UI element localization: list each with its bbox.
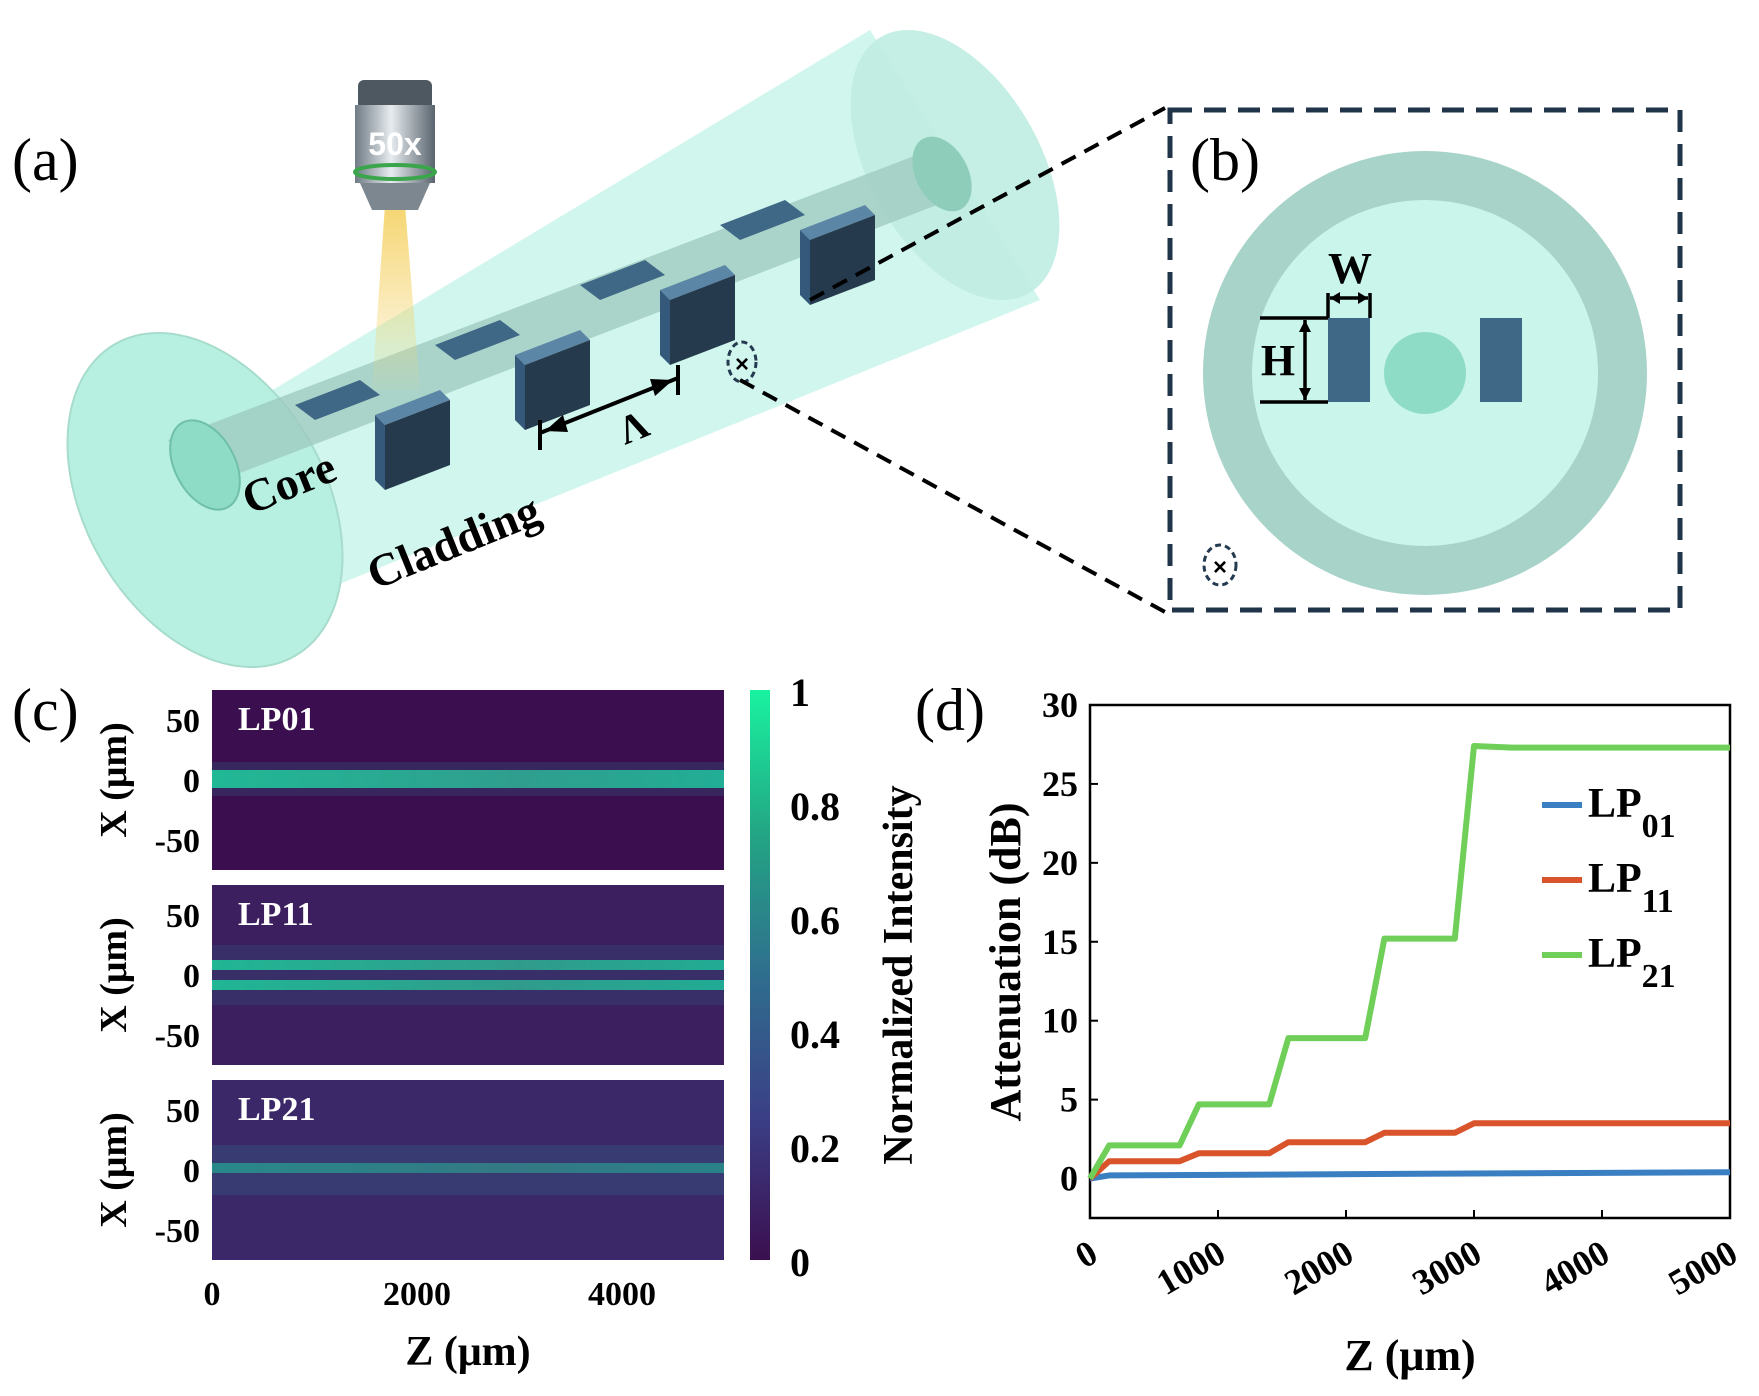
core-circle: [1384, 332, 1466, 414]
svg-text:50: 50: [166, 703, 200, 740]
legend-label: LP11: [1588, 856, 1674, 920]
colorbar-label: Normalized Intensity: [876, 785, 922, 1164]
plot-y-label: Attenuation (dB): [981, 802, 1030, 1121]
y-tick-label: 30: [1042, 685, 1078, 725]
colorbar-ticks: 1 0.8 0.6 0.4 0.2 0: [790, 670, 840, 1285]
panel-c: (c) LP01 LP11 LP21 50 0 -50 50: [12, 670, 922, 1375]
svg-text:X (μm): X (μm): [93, 1112, 135, 1227]
grating-block-left: [1328, 318, 1370, 402]
width-label: W: [1328, 244, 1372, 293]
y-tick-label: 20: [1042, 843, 1078, 883]
colorbar: [750, 690, 770, 1260]
x-tick-label: 4000: [1534, 1232, 1616, 1303]
plot-x-label: Z (μm): [1344, 1331, 1475, 1380]
intensity-map-lp11: LP11: [212, 885, 724, 1065]
grating-blocks-back: [295, 200, 805, 420]
map-y-labels: X (μm) X (μm) X (μm): [93, 722, 135, 1227]
svg-text:X (μm): X (μm): [93, 917, 135, 1032]
plot-frame: [1088, 703, 1732, 1220]
svg-text:0.4: 0.4: [790, 1012, 840, 1057]
svg-text:0: 0: [183, 763, 200, 800]
svg-text:0: 0: [204, 1276, 221, 1313]
panel-d: (d) 0 5 10 15 20 25 30 0 1000 2000 3000 4000 5000 LP…: [915, 677, 1744, 1380]
core-end-far: [912, 136, 972, 212]
x-tick-label: 2000: [1278, 1232, 1360, 1303]
svg-text:50: 50: [166, 898, 200, 935]
map-mode-label: LP01: [238, 701, 315, 738]
grating-block-right: [1480, 318, 1522, 402]
inset-frame: [1167, 107, 1683, 613]
map-x-label: Z (μm): [405, 1329, 530, 1375]
svg-text:-50: -50: [155, 1018, 200, 1055]
panel-b-label: (b): [1190, 127, 1260, 193]
map-mode-label: LP21: [238, 1091, 315, 1128]
panel-d-label: (d): [915, 677, 985, 743]
svg-text:0: 0: [183, 958, 200, 995]
map-mode-label: LP11: [238, 896, 314, 933]
svg-text:0: 0: [183, 1153, 200, 1190]
core-body: [168, 150, 955, 490]
panel-a-label: (a): [12, 127, 79, 193]
panel-b: (b) W H ×: [1167, 107, 1683, 613]
svg-text:0.2: 0.2: [790, 1126, 840, 1171]
x-tick-label: 3000: [1406, 1232, 1488, 1303]
y-tick-label: 0: [1060, 1159, 1078, 1199]
plot-lines: [1087, 743, 1731, 1182]
svg-text:0.8: 0.8: [790, 784, 840, 829]
svg-text:×: ×: [735, 351, 749, 378]
section-marker: ×: [726, 340, 758, 384]
series-line-lp11: [1087, 1120, 1730, 1181]
svg-text:0.6: 0.6: [790, 898, 840, 943]
svg-text:0: 0: [790, 1240, 810, 1285]
y-tick-label: 25: [1042, 764, 1078, 804]
period-arrow: [538, 365, 680, 450]
series-line-lp21: [1087, 743, 1730, 1181]
y-tick-label: 5: [1060, 1080, 1078, 1120]
core-end-near: [169, 419, 241, 511]
y-tick-label: 15: [1042, 922, 1078, 962]
objective-lens: 50x: [353, 80, 437, 210]
svg-text:-50: -50: [155, 1213, 200, 1250]
svg-text:X (μm): X (μm): [93, 722, 135, 837]
grating-blocks-front: [375, 205, 875, 490]
inset-section-marker: ×: [1202, 543, 1238, 587]
svg-text:1: 1: [790, 670, 810, 715]
legend-label: LP01: [1588, 781, 1676, 845]
svg-text:-50: -50: [155, 823, 200, 860]
zoom-lines: [739, 106, 1166, 614]
height-label: H: [1261, 336, 1295, 385]
map-y-ticks: 50 0 -50 50 0 -50 50 0 -50: [155, 703, 200, 1250]
svg-text:50: 50: [166, 1093, 200, 1130]
objective-label: 50x: [368, 126, 422, 162]
plot-ticks: 0 5 10 15 20 25 30 0 1000 2000 3000 4000 5000: [1042, 685, 1744, 1303]
series-line-lp01: [1089, 1169, 1731, 1182]
map-x-ticks: 0 2000 4000: [204, 1276, 657, 1313]
intensity-map-lp01: LP01: [212, 690, 724, 870]
panel-c-label: (c): [12, 677, 79, 743]
legend-label: LP21: [1588, 931, 1676, 995]
svg-text:4000: 4000: [588, 1276, 656, 1313]
x-tick-label: 5000: [1662, 1232, 1744, 1303]
svg-text:2000: 2000: [383, 1276, 451, 1313]
intensity-map-lp21: LP21: [212, 1080, 724, 1260]
svg-text:×: ×: [1213, 554, 1227, 581]
x-tick-label: 0: [1068, 1232, 1104, 1276]
laser-beam: [372, 205, 420, 390]
panel-a: (a): [12, 29, 1166, 669]
dimension-lines: [1260, 292, 1372, 404]
y-tick-label: 10: [1042, 1001, 1078, 1041]
x-tick-label: 1000: [1150, 1232, 1232, 1303]
